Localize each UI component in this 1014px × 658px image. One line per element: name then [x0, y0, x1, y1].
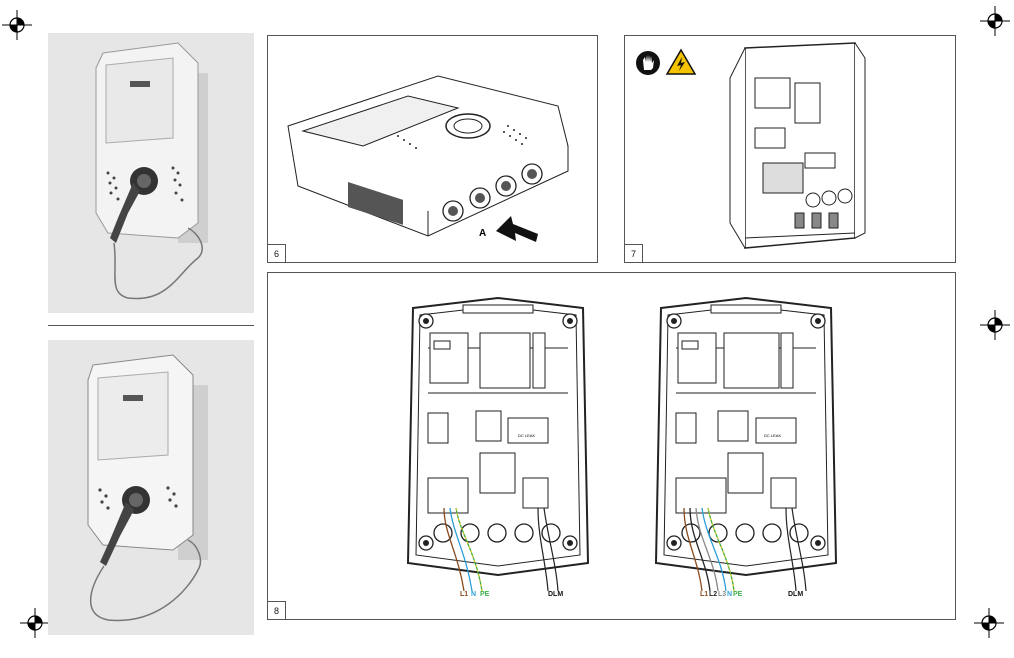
- registration-mark-icon: [974, 608, 1004, 638]
- gloves-icon: [636, 51, 660, 75]
- wallbox-photo-top: [48, 33, 254, 313]
- figure-6: A 6: [267, 35, 598, 263]
- arrow-icon: [496, 216, 538, 242]
- figure-number: 7: [625, 244, 643, 262]
- figure-number: 8: [268, 601, 286, 619]
- dc-leak-label: DC LEAK: [764, 433, 782, 438]
- wire-label-n: N: [727, 591, 733, 598]
- figure-number: 6: [268, 244, 286, 262]
- wire-label-l2: L2: [709, 591, 718, 598]
- registration-mark-icon: [20, 608, 50, 638]
- registration-mark-icon: [2, 10, 32, 40]
- registration-mark-icon: [980, 310, 1010, 340]
- wire-label-l3: L3: [718, 591, 727, 598]
- enclosure-single-phase: [406, 296, 590, 592]
- wallbox-illustration: [95, 42, 208, 300]
- dc-leak-label: DC LEAK: [518, 433, 536, 438]
- open-enclosure-illustration: [729, 42, 866, 249]
- registration-mark-icon: [980, 6, 1010, 36]
- wallbox-illustration: [87, 354, 208, 622]
- column-divider: [48, 325, 254, 326]
- wire-label-l1: L1: [460, 591, 469, 598]
- figure-8: DC LEAK L1 N PE DLM DC LEAK L: [267, 272, 956, 620]
- wire-label-dlm: DLM: [548, 591, 564, 598]
- wire-label-pe: PE: [480, 591, 490, 598]
- enclosure-three-phase: [654, 296, 838, 592]
- wire-label-dlm: DLM: [788, 591, 804, 598]
- wire-label-pe: PE: [733, 591, 743, 598]
- wire-label-n: N: [471, 591, 477, 598]
- electrical-hazard-icon: [665, 48, 697, 75]
- wire-label-l1: L1: [700, 591, 709, 598]
- charger-bottom-view-illustration: [287, 75, 569, 242]
- figure-7: 7: [624, 35, 956, 263]
- callout-a: A: [479, 228, 487, 239]
- wallbox-photo-bottom: [48, 340, 254, 635]
